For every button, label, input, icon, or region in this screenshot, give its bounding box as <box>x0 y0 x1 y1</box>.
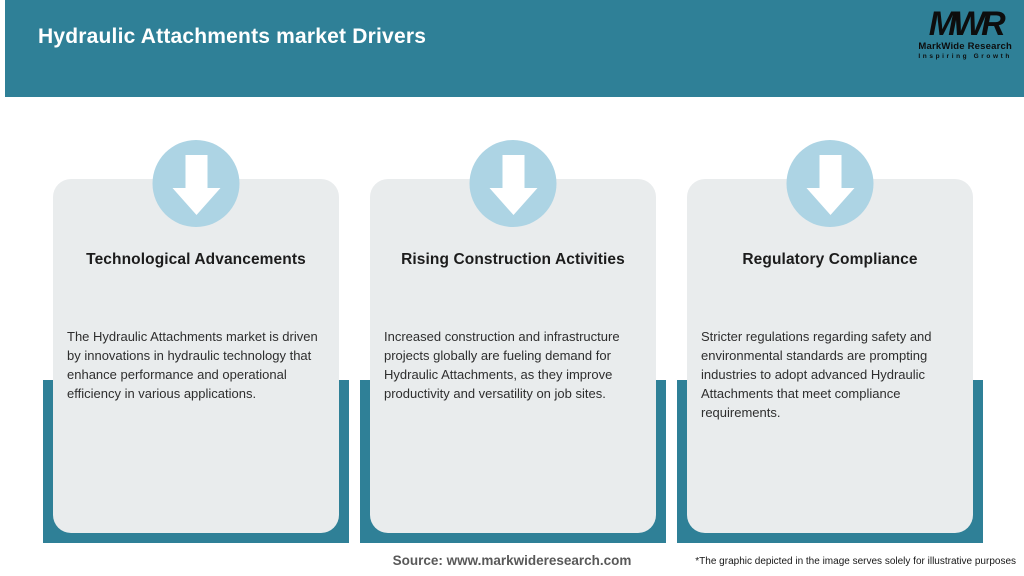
down-arrow-icon <box>489 154 537 215</box>
down-arrow-icon <box>806 154 854 215</box>
card-panel: Rising Construction Activities Increased… <box>370 179 656 533</box>
logo-company-name: MarkWide Research <box>918 41 1012 52</box>
header-band: Hydraulic Attachments market Drivers MWR… <box>5 0 1024 97</box>
page-title: Hydraulic Attachments market Drivers <box>38 25 427 48</box>
source-url: Source: www.markwideresearch.com <box>392 553 632 568</box>
logo-tagline: Inspiring Growth <box>918 52 1012 60</box>
disclaimer-text: *The graphic depicted in the image serve… <box>695 556 1016 567</box>
arrow-circle <box>152 140 240 227</box>
card-panel: Regulatory Compliance Stricter regulatio… <box>687 179 973 533</box>
markwide-research-logo: MWR MarkWide Research Inspiring Growth <box>918 7 1012 60</box>
down-arrow-icon <box>172 154 220 215</box>
logo-mwr-monogram-icon: MWR <box>928 5 1006 43</box>
card-panel: Technological Advancements The Hydraulic… <box>53 179 339 533</box>
arrow-circle <box>786 140 874 227</box>
arrow-circle <box>469 140 557 227</box>
card-title: Regulatory Compliance <box>742 251 918 268</box>
driver-card-technological-advancements: Technological Advancements The Hydraulic… <box>43 140 349 543</box>
driver-card-regulatory-compliance: Regulatory Compliance Stricter regulatio… <box>677 140 983 543</box>
card-title: Rising Construction Activities <box>401 251 625 268</box>
card-description: Increased construction and infrastructur… <box>384 329 620 401</box>
card-description: Stricter regulations regarding safety an… <box>701 329 932 420</box>
driver-card-rising-construction-activities: Rising Construction Activities Increased… <box>360 140 666 543</box>
card-title: Technological Advancements <box>86 251 306 268</box>
card-description: The Hydraulic Attachments market is driv… <box>67 329 318 401</box>
